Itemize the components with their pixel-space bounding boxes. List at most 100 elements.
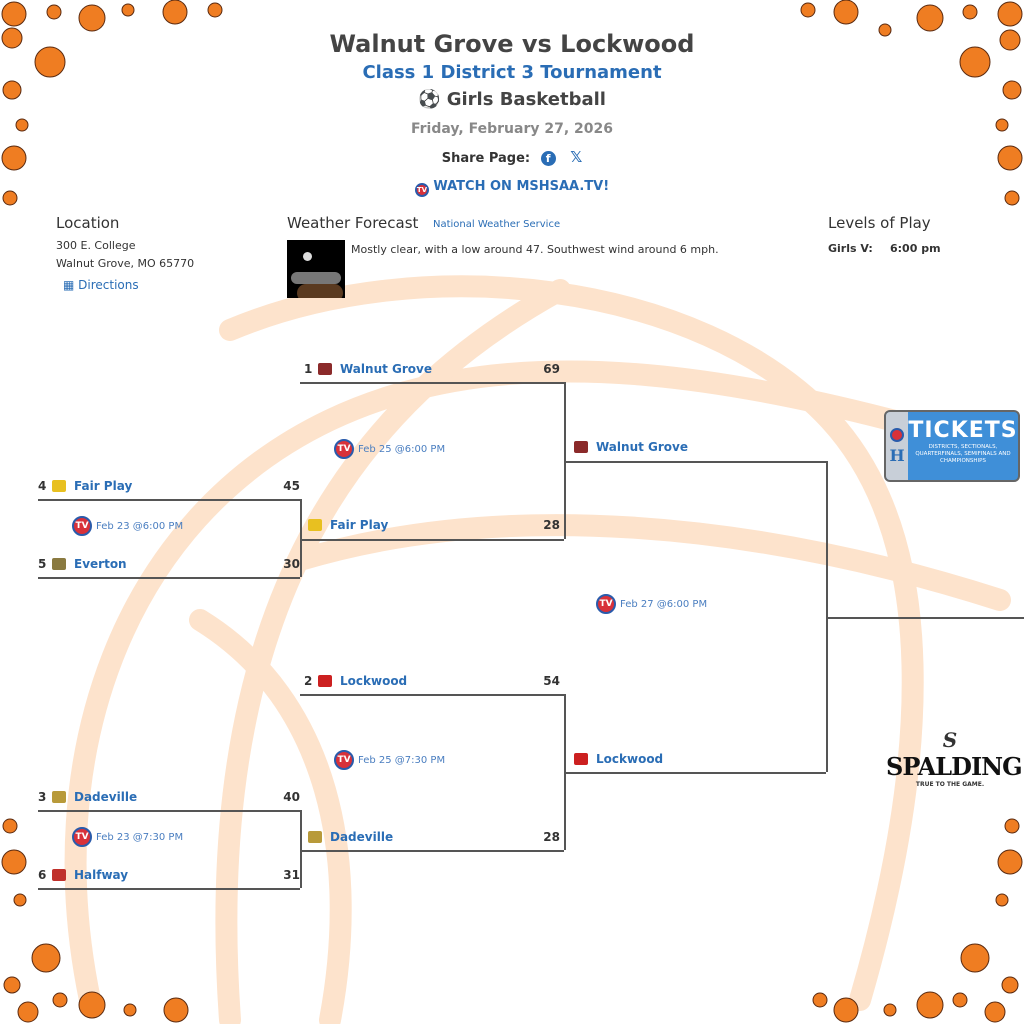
basketball-icon: [997, 1, 1023, 27]
game-time: Feb 23 @6:00 PM: [96, 520, 184, 532]
seed: 5: [38, 557, 47, 571]
address-line-1: 300 E. College: [56, 239, 136, 252]
team-name-link[interactable]: Fair Play: [330, 518, 389, 532]
bracket-line: [38, 577, 300, 579]
tournament-link[interactable]: Class 1 District 3 Tournament: [362, 62, 662, 83]
bracket-line: [564, 694, 566, 850]
team-score: 40: [283, 790, 300, 804]
basketball-icon: [833, 0, 859, 25]
team-name-link[interactable]: Lockwood: [596, 752, 664, 766]
basketball-icon: [997, 849, 1023, 875]
basketball-icon: [31, 943, 61, 973]
team-logo-icon: [52, 869, 66, 881]
bracket-line: [300, 382, 564, 384]
basketball-icon: [163, 997, 189, 1023]
team-name-link[interactable]: Fair Play: [74, 479, 133, 493]
bracket-slot: Walnut Grove: [574, 439, 814, 455]
spalding-wordmark: SPALDING: [886, 752, 1023, 781]
team-name-link[interactable]: Dadeville: [330, 830, 394, 844]
mshsaa-tv-icon: TV: [334, 750, 354, 770]
facebook-icon[interactable]: f: [540, 151, 556, 166]
team-logo-icon: [318, 675, 332, 687]
level-time: 6:00 pm: [890, 242, 941, 255]
basketball-icon: [1, 849, 27, 875]
basketball-icon: [984, 1001, 1006, 1023]
basketball-icon: [995, 893, 1009, 907]
mshsaa-tv-icon: TV: [72, 516, 92, 536]
sport-label: Girls Basketball: [446, 89, 606, 110]
directions-link[interactable]: ▦ Directions: [63, 278, 139, 292]
sport-heading: ⚽ Girls Basketball: [0, 89, 1024, 110]
game-info-link[interactable]: TV Feb 25 @7:30 PM: [334, 750, 445, 770]
team-score: 69: [543, 362, 560, 376]
basketball-icon: [997, 145, 1023, 171]
team-logo-icon: [574, 441, 588, 453]
basketball-icon: [812, 992, 828, 1008]
mshsaa-tv-icon: TV: [72, 827, 92, 847]
team-score: 45: [283, 479, 300, 493]
team-name-link[interactable]: Walnut Grove: [596, 440, 688, 454]
directions-label: Directions: [78, 278, 139, 292]
basketball-icon: [78, 991, 106, 1019]
team-logo-icon: [52, 791, 66, 803]
h-logo-icon: H: [889, 445, 905, 465]
tickets-title: TICKETS: [908, 418, 1018, 443]
bracket-line: [564, 461, 826, 463]
bracket-slot: Fair Play 28: [308, 517, 560, 533]
bracket-line: [826, 617, 1024, 619]
team-score: 31: [283, 868, 300, 882]
game-time: Feb 25 @6:00 PM: [358, 443, 446, 455]
team-logo-icon: [52, 558, 66, 570]
game-date: Friday, February 27, 2026: [410, 121, 613, 137]
team-name-link[interactable]: Halfway: [74, 868, 129, 882]
spalding-ad[interactable]: S SPALDING TRUE TO THE GAME.: [886, 728, 1023, 788]
basketball-icon: [800, 2, 816, 18]
address-line-2: Walnut Grove, MO 65770: [56, 257, 195, 270]
basketball-icon: [1004, 190, 1020, 206]
basketball-icon: [46, 4, 62, 20]
basketball-icon: [2, 190, 18, 206]
basketball-icon: [883, 1003, 897, 1017]
basketball-icon: [2, 80, 22, 100]
team-score: 28: [543, 518, 560, 532]
basketball-icon: [52, 992, 68, 1008]
basketball-icon: [1, 27, 23, 49]
levels-heading: Levels of Play: [828, 214, 931, 232]
game-info-link[interactable]: TV Feb 25 @6:00 PM: [334, 439, 445, 459]
watch-label: WATCH ON MSHSAA.TV!: [433, 179, 610, 194]
forecast-text: Mostly clear, with a low around 47. Sout…: [351, 243, 719, 256]
team-name-link[interactable]: Lockwood: [340, 674, 408, 688]
level-label: Girls V:: [828, 242, 873, 255]
basketball-icon: [121, 3, 135, 17]
basketball-icon: [34, 46, 66, 78]
basketball-icon: [833, 997, 859, 1023]
team-name-link[interactable]: Walnut Grove: [340, 362, 432, 376]
basketball-icon: [952, 992, 968, 1008]
basketball-icon: [959, 46, 991, 78]
basketball-icon: [999, 29, 1021, 51]
basketball-icon: [878, 23, 892, 37]
team-name-link[interactable]: Everton: [74, 557, 127, 571]
basketball-icon: ⚽: [418, 89, 441, 110]
spalding-s-logo: S: [942, 728, 958, 752]
tickets-ad[interactable]: H TICKETS DISTRICTS, SECTIONALS, QUARTER…: [884, 410, 1020, 482]
nws-link[interactable]: National Weather Service: [433, 219, 561, 230]
x-icon[interactable]: 𝕏: [570, 148, 583, 166]
share-bar: Share Page: f 𝕏: [0, 148, 1024, 166]
game-info-link[interactable]: TV Feb 23 @6:00 PM: [72, 516, 183, 536]
bracket-line: [38, 888, 300, 890]
bracket-line: [38, 810, 300, 812]
basketball-icon: [1004, 818, 1020, 834]
mshsaa-tv-icon: TV: [334, 439, 354, 459]
team-name-link[interactable]: Dadeville: [74, 790, 138, 804]
basketball-icon: [916, 4, 944, 32]
basketball-icon: [1, 1, 27, 27]
game-time: Feb 25 @7:30 PM: [358, 754, 446, 766]
watch-link[interactable]: TV WATCH ON MSHSAA.TV!: [0, 179, 1024, 197]
